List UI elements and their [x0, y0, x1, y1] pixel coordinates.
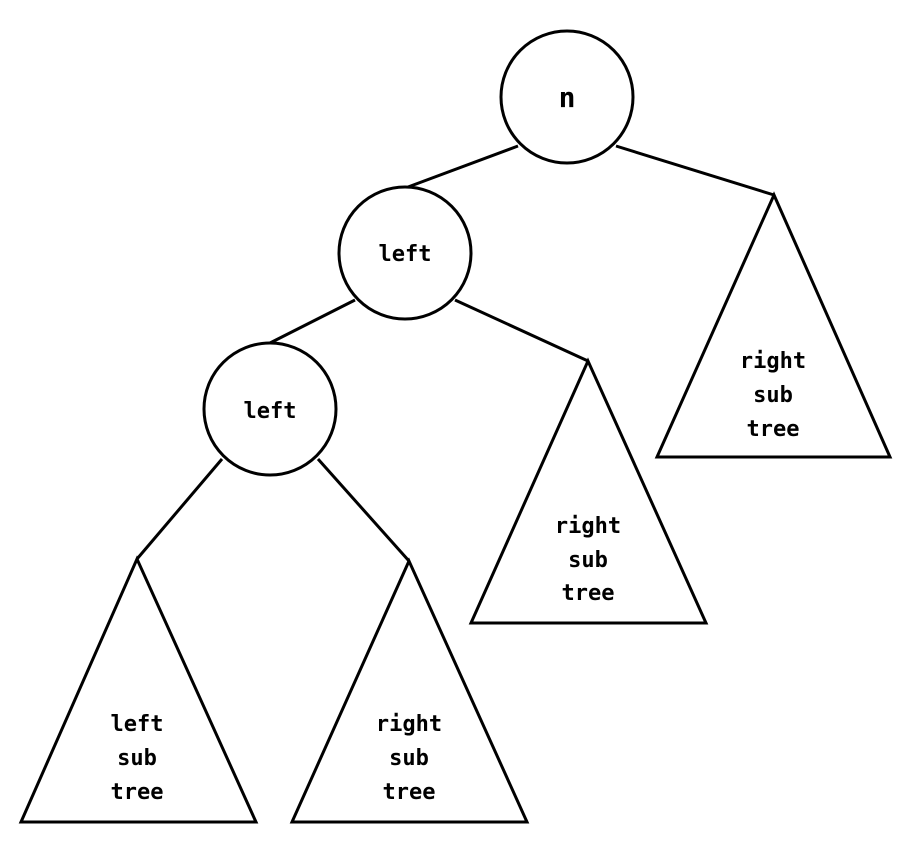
left-child-node-label: left [379, 242, 432, 267]
root-node: n [499, 29, 635, 165]
grandchild-right-subtree-line-2: sub [389, 746, 429, 771]
edge-left-to-leftleft [267, 298, 356, 346]
root-right-subtree-line-3: tree [747, 417, 800, 442]
grandchild-left-subtree-line-1: left [111, 712, 164, 737]
left-child-right-subtree-line-3: tree [562, 581, 615, 606]
grandchild-right-subtree-line-3: tree [383, 780, 436, 805]
grandchild-right-subtree-line-1: right [376, 712, 442, 737]
left-grandchild-node: left [202, 341, 338, 477]
root-right-subtree: right sub tree [654, 191, 893, 459]
edge-leftleft-to-right-subtree [316, 458, 411, 562]
left-child-right-subtree-line-1: right [555, 514, 621, 539]
left-child-right-subtree-line-2: sub [568, 548, 608, 573]
grandchild-left-subtree-line-2: sub [117, 746, 157, 771]
root-right-subtree-line-2: sub [753, 383, 793, 408]
root-right-subtree-line-1: right [740, 349, 806, 374]
root-node-label: n [559, 81, 576, 114]
grandchild-right-subtree: right sub tree [289, 557, 530, 824]
grandchild-left-subtree-line-3: tree [111, 780, 164, 805]
edge-left-to-right-subtree [454, 298, 589, 363]
left-grandchild-node-label: left [244, 399, 297, 424]
edge-leftleft-to-left-subtree [135, 458, 224, 560]
edge-root-to-left [407, 144, 519, 189]
left-child-node: left [337, 185, 473, 321]
grandchild-left-subtree: left sub tree [18, 555, 259, 824]
left-child-right-subtree: right sub tree [468, 357, 709, 625]
edge-root-to-right-subtree [615, 144, 775, 197]
